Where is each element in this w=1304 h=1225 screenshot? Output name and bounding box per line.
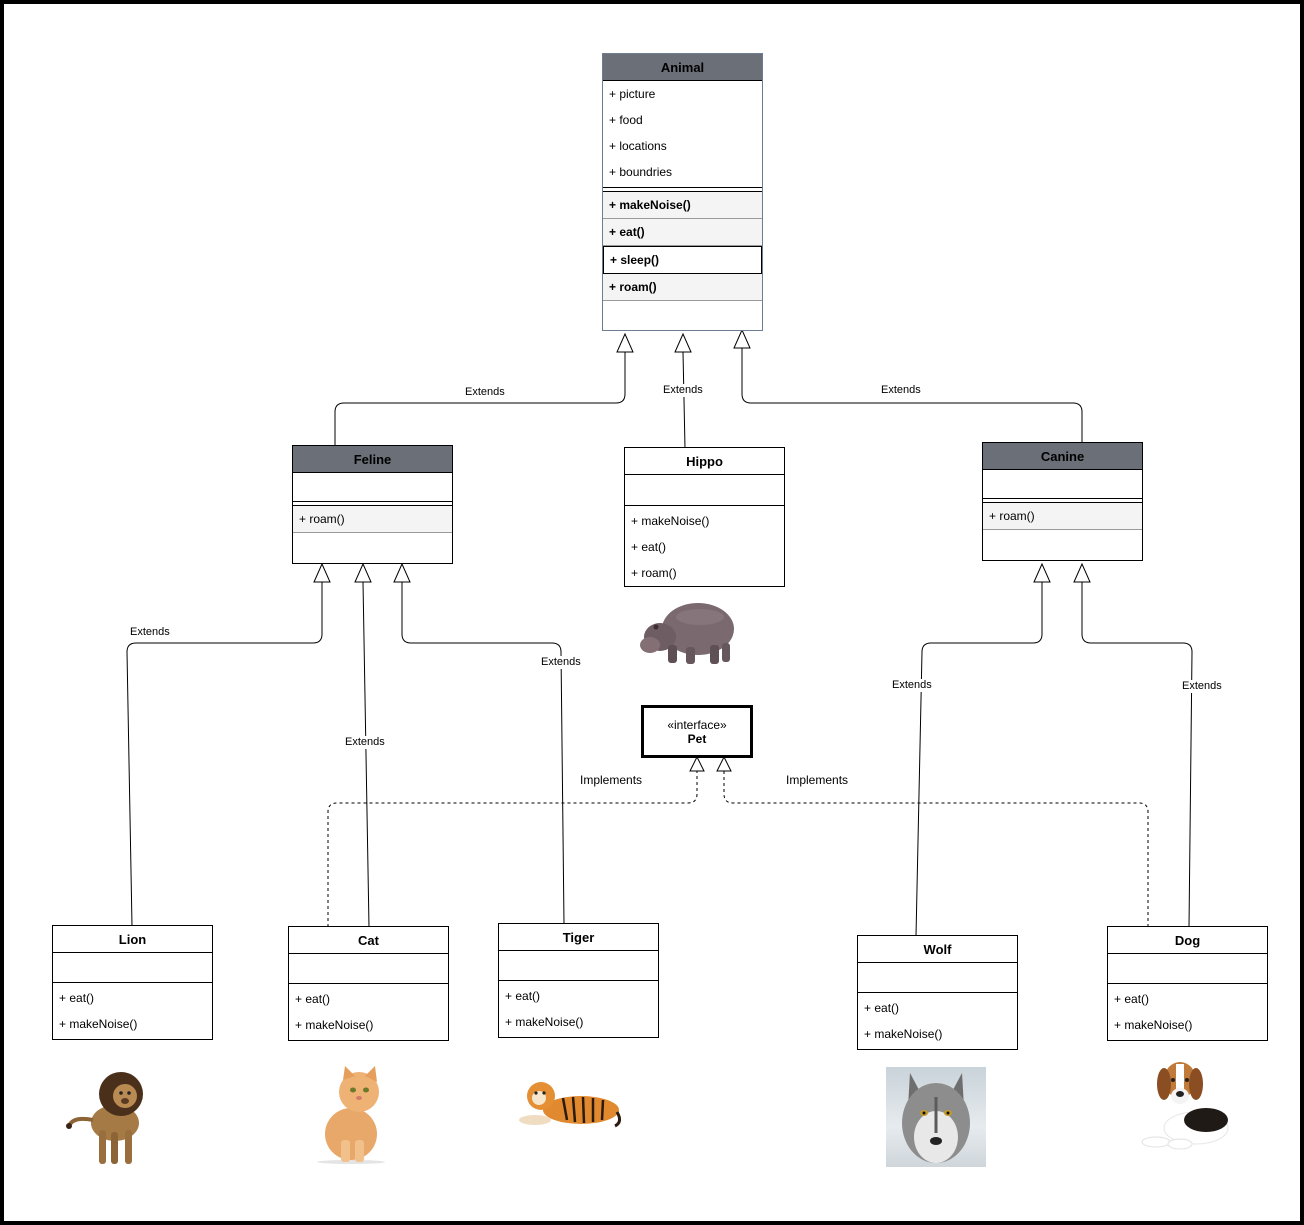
feline-method: + roam() [293, 506, 452, 533]
hippo-method: + eat() [631, 540, 667, 554]
edge-label-feline-extends: Extends [464, 386, 506, 399]
dog-attributes [1108, 954, 1267, 984]
cat-method: + eat() [295, 992, 331, 1006]
section-divider [603, 187, 762, 192]
class-cat[interactable]: Cat + eat() + makeNoise() [288, 926, 449, 1041]
dog-method: + makeNoise() [1114, 1018, 1193, 1032]
cat-picture [317, 1066, 385, 1164]
interface-name: Pet [687, 731, 707, 746]
class-name-hippo: Hippo [625, 448, 784, 475]
tiger-method: + makeNoise() [505, 1015, 584, 1029]
hippo-attributes [625, 475, 784, 506]
class-name-dog: Dog [1108, 927, 1267, 954]
animal-attributes: + picture + food + locations + boundries [603, 81, 762, 187]
edge-label-canine-extends: Extends [880, 384, 922, 397]
class-dog[interactable]: Dog + eat() + makeNoise() [1107, 926, 1268, 1041]
wolf-attributes [858, 963, 1017, 993]
class-animal[interactable]: Animal + picture + food + locations + bo… [602, 53, 763, 331]
class-name-lion: Lion [53, 926, 212, 953]
animal-method: + sleep() [603, 246, 762, 274]
feline-attributes [293, 473, 452, 501]
lion-picture [66, 1072, 143, 1164]
class-name-feline: Feline [293, 446, 452, 473]
interface-stereotype: «interface» [667, 717, 727, 732]
interface-pet[interactable]: «interface» Pet [641, 705, 753, 758]
class-name-animal: Animal [603, 54, 762, 81]
tiger-attributes [499, 951, 658, 981]
edge-label-cat-implements: Implements [579, 773, 644, 787]
class-name-tiger: Tiger [499, 924, 658, 951]
section-divider [293, 501, 452, 506]
dog-method: + eat() [1114, 992, 1150, 1006]
animal-methods: + makeNoise() + eat() + sleep() + roam() [603, 192, 762, 301]
class-lion[interactable]: Lion + eat() + makeNoise() [52, 925, 213, 1040]
class-hippo[interactable]: Hippo + makeNoise() + eat() + roam() [624, 447, 785, 587]
class-feline[interactable]: Feline + roam() [292, 445, 453, 564]
animal-attribute: + picture [609, 87, 656, 101]
wolf-picture [902, 1073, 970, 1163]
edge-label-cat-extends: Extends [344, 736, 386, 749]
section-divider [983, 498, 1142, 503]
hippo-method: + makeNoise() [631, 514, 710, 528]
class-name-cat: Cat [289, 927, 448, 954]
lion-attributes [53, 953, 212, 983]
hippo-method: + roam() [631, 566, 677, 580]
animal-method: + makeNoise() [603, 192, 762, 219]
hippo-picture [640, 603, 734, 664]
edge-label-lion-extends: Extends [129, 626, 171, 639]
canine-method: + roam() [983, 503, 1142, 530]
edge-label-dog-implements: Implements [785, 773, 850, 787]
wolf-method: + makeNoise() [864, 1027, 943, 1041]
animal-attribute: + locations [609, 139, 667, 153]
cat-method: + makeNoise() [295, 1018, 374, 1032]
edge-label-dog-extends: Extends [1181, 680, 1223, 693]
class-tiger[interactable]: Tiger + eat() + makeNoise() [498, 923, 659, 1038]
animal-attribute: + boundries [609, 165, 673, 179]
tiger-picture [519, 1082, 622, 1128]
lion-method: + eat() [59, 991, 95, 1005]
tiger-method: + eat() [505, 989, 541, 1003]
animal-method: + eat() [603, 219, 762, 246]
edge-label-hippo-extends: Extends [662, 384, 704, 397]
edge-label-tiger-extends: Extends [540, 656, 582, 669]
class-canine[interactable]: Canine + roam() [982, 442, 1143, 561]
hippo-methods: + makeNoise() + eat() + roam() [625, 506, 784, 586]
cat-attributes [289, 954, 448, 984]
wolf-method: + eat() [864, 1001, 900, 1015]
edge-label-wolf-extends: Extends [891, 679, 933, 692]
class-name-canine: Canine [983, 443, 1142, 470]
class-wolf[interactable]: Wolf + eat() + makeNoise() [857, 935, 1018, 1050]
lion-method: + makeNoise() [59, 1017, 138, 1031]
animal-attribute: + food [609, 113, 643, 127]
animal-method: + roam() [603, 274, 762, 301]
class-name-wolf: Wolf [858, 936, 1017, 963]
dog-picture [1141, 1062, 1229, 1150]
canine-attributes [983, 470, 1142, 498]
